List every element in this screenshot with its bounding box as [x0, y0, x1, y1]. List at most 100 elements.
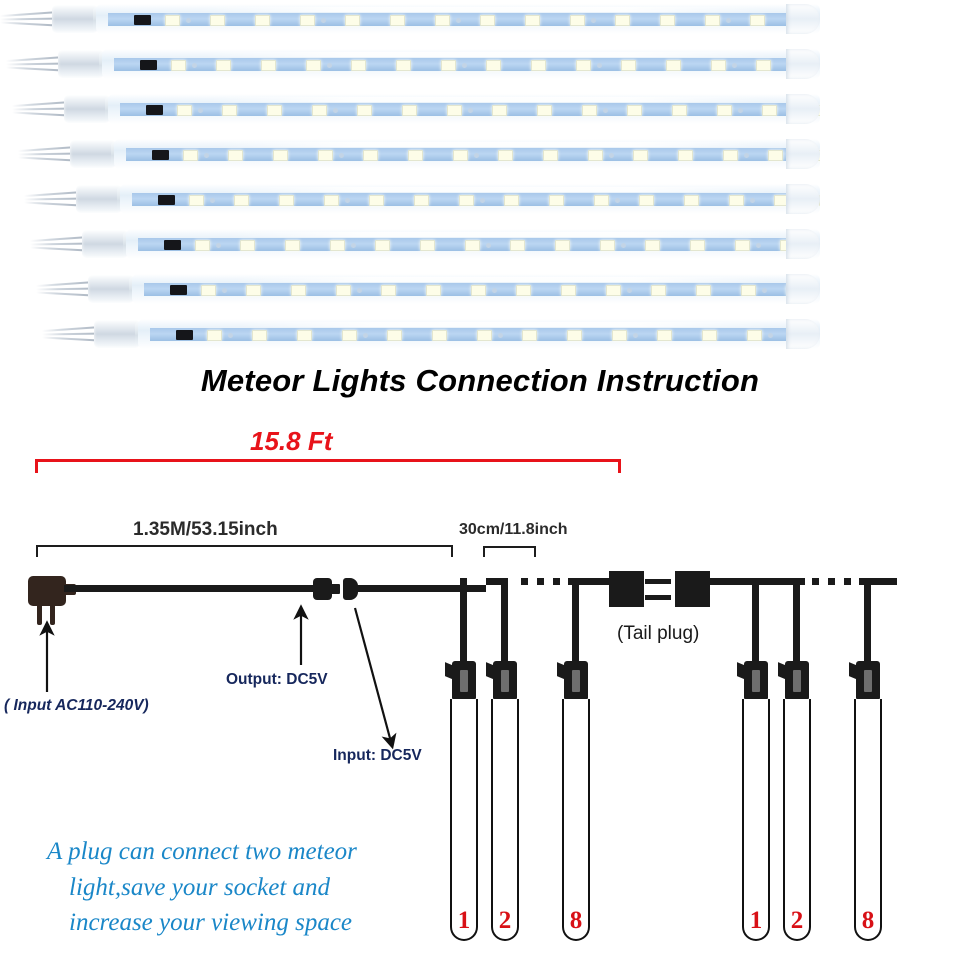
pcb-component: [738, 107, 743, 113]
led-chip: [645, 240, 660, 251]
driver-ic-chip: [164, 239, 181, 250]
led-chip: [696, 285, 711, 296]
pcb-component: [633, 332, 638, 338]
pcb-component: [627, 287, 632, 293]
meteor-tube: 2: [783, 699, 811, 941]
led-chip: [261, 60, 276, 71]
tube-number: 8: [861, 907, 875, 934]
led-chip: [621, 60, 636, 71]
led-chip: [723, 150, 738, 161]
led-chip: [594, 195, 609, 206]
tube-connector-head: [564, 661, 588, 699]
tube-highlight: [232, 277, 770, 282]
led-chip: [297, 330, 312, 341]
led-pcb-strip: [138, 238, 795, 251]
tube-drop-wire: [752, 578, 759, 664]
lead-length-label: 1.35M/53.15inch: [133, 519, 278, 540]
tube-bus-segment: [568, 578, 616, 585]
tube-highlight: [202, 52, 770, 57]
pcb-component: [762, 287, 767, 293]
led-chip: [408, 150, 423, 161]
led-chip: [555, 240, 570, 251]
pcb-component: [186, 17, 191, 23]
led-chip: [177, 105, 192, 116]
led-chip: [522, 330, 537, 341]
pcb-component: [768, 332, 773, 338]
pcb-component: [339, 152, 344, 158]
led-chip: [612, 330, 627, 341]
led-chip: [480, 15, 495, 26]
label-input-ac: ( Input AC110-240V): [4, 697, 149, 714]
led-pcb-strip: [120, 103, 820, 116]
led-chip: [549, 195, 564, 206]
led-chip: [750, 15, 765, 26]
led-chip: [324, 195, 339, 206]
led-chip: [375, 240, 390, 251]
pcb-component: [609, 152, 614, 158]
driver-ic-chip: [170, 284, 187, 295]
ellipsis-dot: [812, 578, 819, 585]
led-chip: [735, 240, 750, 251]
tube-connector-head: [452, 661, 476, 699]
led-chip: [426, 285, 441, 296]
pcb-component: [591, 17, 596, 23]
pcb-component: [756, 242, 761, 248]
led-chip: [441, 60, 456, 71]
tube-highlight: [208, 97, 770, 102]
label-output-dc: Output: DC5V: [226, 671, 328, 688]
led-chip: [510, 240, 525, 251]
led-tube: [23, 182, 820, 216]
tube-connector-head: [493, 661, 517, 699]
led-chip: [300, 15, 315, 26]
led-chip: [336, 285, 351, 296]
tube-drop-wire: [501, 578, 508, 664]
tube-connector-head: [744, 661, 768, 699]
pcb-component: [621, 242, 626, 248]
led-chip: [246, 285, 261, 296]
led-chip: [570, 15, 585, 26]
pcb-component: [603, 107, 608, 113]
tail-plug-body-right: [675, 571, 710, 607]
tube-body: [102, 49, 820, 79]
led-chip: [312, 105, 327, 116]
pcb-component: [480, 197, 485, 203]
led-chip: [567, 330, 582, 341]
pcb-component: [210, 197, 215, 203]
led-chip: [537, 105, 552, 116]
tube-number: 1: [457, 907, 471, 934]
led-chip: [492, 105, 507, 116]
tube-highlight: [226, 232, 770, 237]
led-chip: [369, 195, 384, 206]
pcb-component: [192, 62, 197, 68]
tube-drop-wire: [572, 578, 579, 664]
led-chip: [705, 15, 720, 26]
led-chip: [453, 150, 468, 161]
led-chip: [201, 285, 216, 296]
led-chip: [600, 240, 615, 251]
ellipsis-dot: [553, 578, 560, 585]
led-chip: [672, 105, 687, 116]
led-chip: [279, 195, 294, 206]
ellipsis-dot: [828, 578, 835, 585]
pcb-component: [486, 242, 491, 248]
led-chip: [285, 240, 300, 251]
tube-body: [120, 184, 820, 214]
tail-plug-pin: [645, 595, 671, 600]
tube-number: 2: [498, 907, 512, 934]
led-chip: [471, 285, 486, 296]
led-chip: [222, 105, 237, 116]
led-chip: [171, 60, 186, 71]
ellipsis-dot: [844, 578, 851, 585]
driver-ic-chip: [134, 14, 151, 25]
led-chip: [330, 240, 345, 251]
power-cable-segment: [64, 585, 316, 592]
meteor-tube: 8: [562, 699, 590, 941]
tube-connector-head: [856, 661, 880, 699]
driver-ic-chip: [176, 329, 193, 340]
barrel-connector-female-icon: [343, 578, 358, 600]
pcb-component: [468, 107, 473, 113]
tube-body: [138, 319, 820, 349]
tail-plug-pin: [645, 579, 671, 584]
pcb-component: [333, 107, 338, 113]
